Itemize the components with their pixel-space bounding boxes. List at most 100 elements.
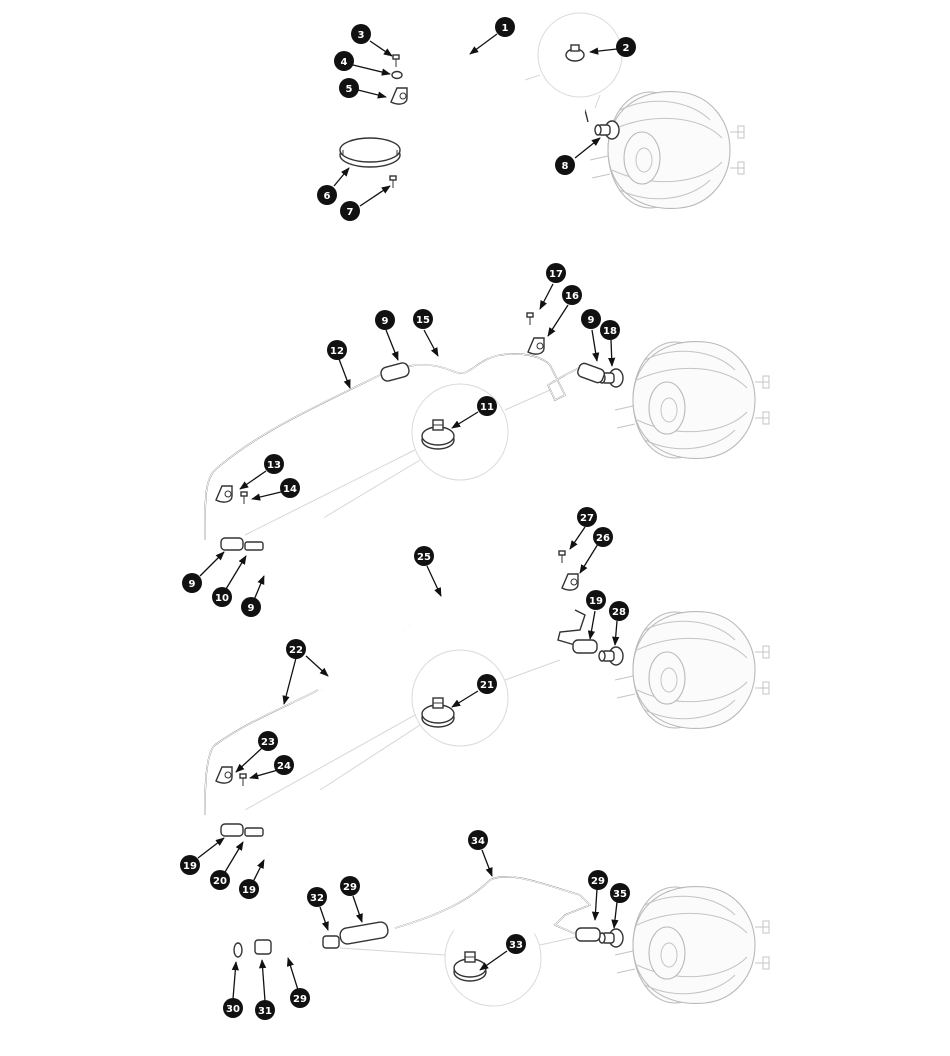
callout-1: 1: [495, 17, 515, 37]
svg-text:17: 17: [549, 269, 563, 280]
rubber-hose-part: [380, 362, 410, 382]
svg-text:5: 5: [346, 84, 353, 95]
hose-clamp-part: [453, 951, 487, 982]
callout-14: 14: [280, 478, 300, 498]
rubber-hose-part: [339, 921, 389, 945]
callout-28: 28: [609, 601, 629, 621]
svg-text:13: 13: [267, 460, 281, 471]
svg-text:19: 19: [183, 861, 197, 872]
svg-text:23: 23: [261, 737, 275, 748]
callout-3: 3: [351, 24, 371, 44]
svg-text:29: 29: [591, 876, 605, 887]
section-1-assembly: [339, 12, 745, 210]
band-strap-part: [339, 137, 401, 168]
svg-text:10: 10: [215, 593, 229, 604]
svg-text:21: 21: [480, 680, 494, 691]
callout-9: 9: [375, 310, 395, 330]
callout-29: 29: [588, 870, 608, 890]
svg-text:9: 9: [588, 315, 595, 326]
svg-text:4: 4: [341, 57, 348, 68]
leader-lines: [197, 33, 620, 1002]
connector-part: [322, 935, 340, 949]
callout-24: 24: [274, 755, 294, 775]
svg-text:8: 8: [562, 161, 569, 172]
callout-22: 22: [286, 639, 306, 659]
callout-20: 20: [210, 870, 230, 890]
callout-35: 35: [610, 883, 630, 903]
hose-end-part: [220, 537, 244, 551]
bolt-part: [558, 550, 566, 564]
svg-text:11: 11: [480, 402, 494, 413]
svg-text:15: 15: [416, 315, 430, 326]
connector-part: [244, 541, 264, 551]
callout-34: 34: [468, 830, 488, 850]
callout-19: 19: [239, 879, 259, 899]
callout-19: 19: [586, 590, 606, 610]
brake-booster-image: [614, 340, 770, 460]
callout-9: 9: [182, 573, 202, 593]
svg-text:2: 2: [623, 43, 630, 54]
brake-booster-image: [614, 610, 770, 730]
callout-15: 15: [413, 309, 433, 329]
svg-text:31: 31: [258, 1006, 272, 1017]
section-4-assembly: [233, 876, 770, 1007]
callout-12: 12: [327, 340, 347, 360]
washer-part: [391, 70, 403, 80]
callout-32: 32: [307, 887, 327, 907]
fitting-part: [254, 939, 272, 955]
svg-text:28: 28: [612, 607, 626, 618]
clip-part: [561, 573, 579, 591]
brake-booster-image: [614, 885, 770, 1005]
callout-27: 27: [577, 507, 597, 527]
svg-text:27: 27: [580, 513, 594, 524]
check-valve-part: [598, 928, 624, 948]
hose-clamp-part: [421, 419, 455, 450]
callout-5: 5: [339, 78, 359, 98]
callout-21: 21: [477, 674, 497, 694]
washer-part: [233, 942, 243, 958]
svg-text:22: 22: [289, 645, 303, 656]
callout-9: 9: [581, 309, 601, 329]
callout-33: 33: [506, 934, 526, 954]
svg-text:9: 9: [382, 316, 389, 327]
callout-23: 23: [258, 731, 278, 751]
callout-26: 26: [593, 527, 613, 547]
screw-part: [239, 773, 247, 787]
svg-text:29: 29: [293, 994, 307, 1005]
callout-18: 18: [600, 320, 620, 340]
callout-17: 17: [546, 263, 566, 283]
svg-text:30: 30: [226, 1004, 240, 1015]
svg-text:7: 7: [347, 207, 354, 218]
svg-text:24: 24: [277, 761, 291, 772]
callouts: 1 2 3 4 5 6 7 8 9 15 12 17 16 9 18 11 13…: [180, 17, 636, 1020]
callout-9: 9: [241, 597, 261, 617]
svg-text:18: 18: [603, 326, 617, 337]
callout-7: 7: [340, 201, 360, 221]
callout-16: 16: [562, 285, 582, 305]
callout-19: 19: [180, 855, 200, 875]
check-valve-part: [594, 120, 620, 140]
svg-text:35: 35: [613, 889, 627, 900]
callout-6: 6: [317, 185, 337, 205]
callout-8: 8: [555, 155, 575, 175]
callout-29: 29: [290, 988, 310, 1008]
svg-text:34: 34: [471, 836, 485, 847]
hose-clamp-part: [565, 44, 585, 62]
clip-part: [527, 337, 545, 355]
section-3-assembly: [204, 550, 770, 860]
callout-2: 2: [616, 37, 636, 57]
callout-25: 25: [414, 546, 434, 566]
callout-31: 31: [255, 1000, 275, 1020]
bolt-part: [392, 54, 400, 68]
brake-booster-image: [589, 90, 745, 210]
callout-30: 30: [223, 998, 243, 1018]
clip-part: [390, 87, 408, 105]
svg-text:19: 19: [242, 885, 256, 896]
svg-text:3: 3: [358, 30, 365, 41]
check-valve-part: [598, 646, 624, 666]
steel-pipe-part: [204, 374, 381, 540]
svg-text:14: 14: [283, 484, 297, 495]
svg-text:9: 9: [189, 579, 196, 590]
svg-text:1: 1: [502, 23, 509, 34]
